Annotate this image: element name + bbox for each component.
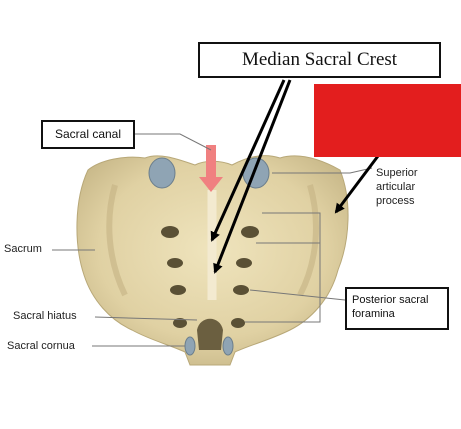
superior-articular-arrow — [334, 155, 380, 214]
label-sacrum: Sacrum — [4, 243, 42, 255]
median-crest-arrow-1 — [210, 79, 286, 242]
leader-sacral-hiatus — [94, 316, 198, 321]
label-superior-line2: articular — [376, 181, 415, 193]
foramen-right-1 — [241, 226, 259, 238]
label-foramina-line2: foramina — [352, 308, 395, 320]
label-posterior-sacral-foramina: Posterior sacral foramina — [345, 287, 449, 330]
lateral-crest-left — [106, 184, 128, 297]
red-label-cover — [314, 84, 461, 157]
superior-articular-facet-left — [148, 157, 176, 189]
leader-foramina-4 — [245, 300, 321, 323]
sacral-canal-arrow-head — [199, 177, 223, 192]
leader-sacral-canal — [135, 133, 212, 151]
sacral-cornu-left — [184, 336, 196, 356]
foramen-right-3 — [233, 285, 249, 295]
lateral-crest-right — [297, 184, 319, 297]
foramen-left-1 — [161, 226, 179, 238]
title-median-sacral-crest: Median Sacral Crest — [198, 42, 441, 78]
foramen-left-4 — [173, 318, 187, 328]
sacral-hiatus — [197, 318, 223, 350]
leader-superior-articular — [272, 167, 373, 174]
leader-foramina-3 — [249, 289, 346, 301]
label-superior-articular-process: Superior articular process — [376, 167, 421, 207]
label-superior-line3: process — [376, 195, 415, 207]
foramen-right-2 — [236, 258, 252, 268]
label-foramina-line1: Posterior sacral — [352, 294, 429, 306]
label-sacral-canal: Sacral canal — [41, 120, 135, 149]
sacral-cornu-right — [222, 336, 234, 356]
label-superior-line1: Superior — [376, 167, 418, 179]
leader-foramina-1 — [262, 212, 321, 300]
foramen-right-4 — [231, 318, 245, 328]
label-sacral-cornua: Sacral cornua — [7, 340, 75, 352]
sacral-canal-arrow-shaft — [206, 145, 216, 178]
foramen-left-3 — [170, 285, 186, 295]
median-crest-arrow-2 — [213, 79, 292, 274]
foramen-left-2 — [167, 258, 183, 268]
label-sacral-hiatus: Sacral hiatus — [13, 310, 77, 322]
